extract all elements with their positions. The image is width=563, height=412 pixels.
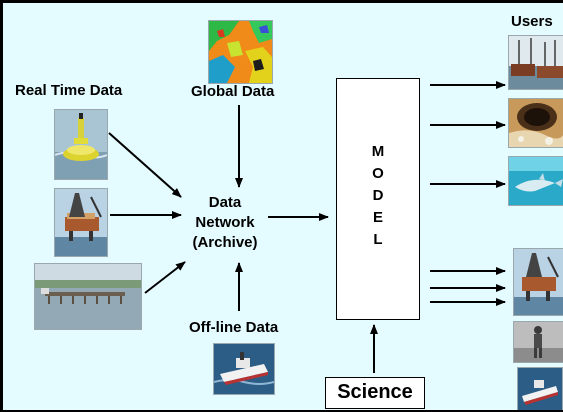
user-pipe-outfall-photo — [508, 98, 563, 148]
arrow-pier-to-network — [144, 261, 186, 294]
real-time-data-label: Real Time Data — [15, 82, 123, 99]
user-dolphin-photo — [508, 156, 563, 206]
user-person-photo — [513, 321, 563, 363]
users-label: Users — [511, 13, 553, 30]
global-data-map-image — [208, 20, 273, 84]
user-fishing-boats-photo — [508, 35, 563, 90]
model-letter-m: M — [371, 143, 385, 160]
arrow-buoy-to-network — [108, 132, 182, 198]
user-ship-photo — [517, 367, 563, 410]
pier-photo — [34, 263, 142, 330]
research-ship-photo — [213, 343, 275, 395]
user-oil-platform-photo — [513, 248, 563, 316]
model-box: M O D E L — [336, 78, 420, 320]
model-letter-e: E — [372, 209, 383, 226]
oil-platform-photo — [54, 188, 108, 257]
global-data-label: Global Data — [191, 83, 275, 100]
connector-arrows — [108, 81, 506, 373]
model-letter-d: D — [372, 187, 384, 204]
data-network-line-2: Network — [195, 214, 255, 231]
science-box: Science — [325, 377, 425, 409]
data-network-line-3: (Archive) — [192, 234, 258, 251]
offline-data-label: Off-line Data — [189, 319, 279, 336]
data-network-archive-label: Data Network (Archive) — [181, 193, 269, 253]
data-network-line-1: Data — [208, 194, 242, 211]
buoy-photo — [54, 109, 108, 180]
model-letter-o: O — [372, 165, 384, 182]
model-letter-l: L — [373, 231, 383, 248]
